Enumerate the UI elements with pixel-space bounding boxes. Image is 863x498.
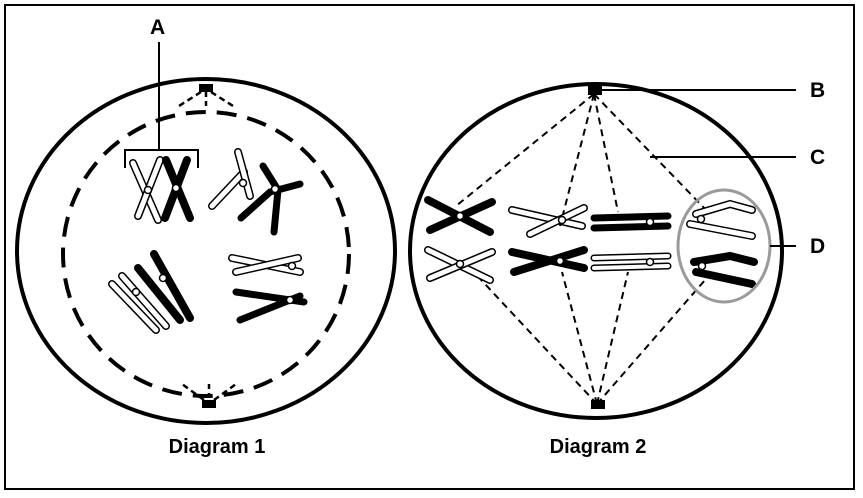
tetrad-d2-3 xyxy=(590,212,672,272)
tetrad-upper-right xyxy=(208,148,304,236)
label-b: B xyxy=(810,79,826,102)
tetrad-d2-1 xyxy=(424,196,496,284)
centriole-top-1 xyxy=(178,84,234,108)
label-d: D xyxy=(810,235,826,258)
figure-border xyxy=(4,4,855,490)
nuclear-envelope-dashed xyxy=(61,110,351,398)
diagram-1-cell xyxy=(15,42,397,425)
label-a: A xyxy=(150,16,166,39)
tetrad-d2-4 xyxy=(686,199,758,288)
centriole-top-2 xyxy=(588,86,602,95)
tetrad-a xyxy=(129,156,194,224)
diagram-2-caption: Diagram 2 xyxy=(549,436,647,458)
tetrad-lower-right xyxy=(228,254,308,324)
tetrad-d2-2 xyxy=(508,204,588,276)
tetrad-lower-left xyxy=(108,250,194,334)
diagram-1-caption: Diagram 1 xyxy=(168,436,266,458)
label-c: C xyxy=(810,146,826,169)
diagram-2-cell xyxy=(408,82,796,420)
centriole-bottom-2 xyxy=(591,400,605,409)
label-a-pointer xyxy=(124,42,199,168)
cell-membrane-1 xyxy=(15,77,397,425)
centriole-bottom-1 xyxy=(181,382,237,408)
cell-membrane-2 xyxy=(408,82,784,420)
spindle-fibers xyxy=(455,93,713,405)
